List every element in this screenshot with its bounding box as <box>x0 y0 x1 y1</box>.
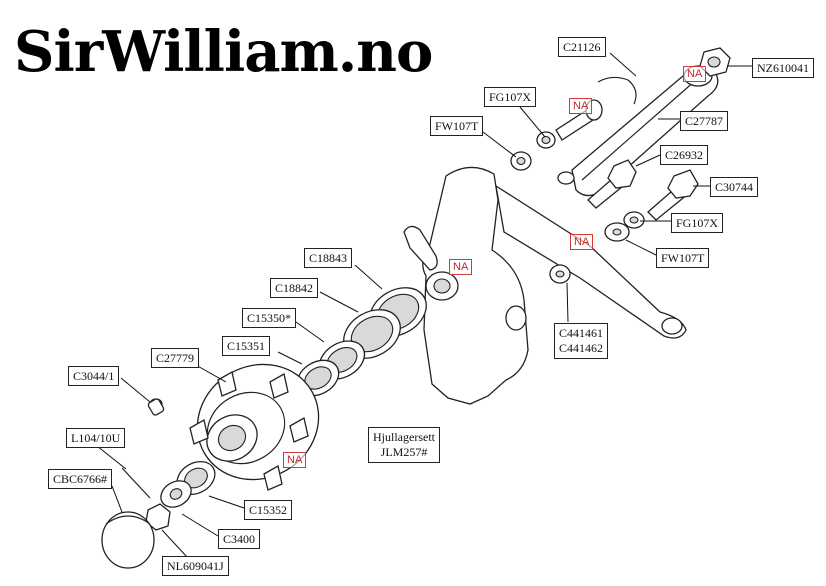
part-label-c15350: C15350* <box>242 308 297 328</box>
hub-cap-drawing <box>101 511 155 569</box>
na-marker: NA <box>569 98 593 114</box>
part-label-c3400: C3400 <box>218 529 261 549</box>
part-label-fg107x-upper: FG107X <box>484 87 537 107</box>
grease-nipple-drawing <box>147 398 165 416</box>
bolt-drawing-mid <box>587 159 699 242</box>
part-label-nz610041: NZ610041 <box>752 58 814 78</box>
part-label-c441462: C441462 <box>559 341 604 355</box>
part-label-c26932: C26932 <box>660 145 709 165</box>
part-label-c18843: C18843 <box>304 248 353 268</box>
bearing-drawing-set <box>296 287 427 397</box>
part-label-l104-10u: L104/10U <box>66 428 126 448</box>
part-label-c30744: C30744 <box>710 177 759 197</box>
part-label-fw107t-upper: FW107T <box>430 116 484 136</box>
part-label-c3044-1: C3044/1 <box>68 366 120 386</box>
hub-drawing <box>189 363 320 491</box>
part-label-c18842: C18842 <box>270 278 319 298</box>
part-label-c441461-c441462: C441461 C441462 <box>554 323 609 359</box>
part-label-c15351: C15351 <box>222 336 271 356</box>
na-marker: NA <box>449 259 473 275</box>
split-pin-drawing <box>121 467 151 499</box>
na-marker: NA <box>283 452 307 468</box>
outer-bearing-drawing <box>145 460 216 531</box>
leader-lines <box>96 52 752 558</box>
kit-label-code: JLM257# <box>380 445 428 459</box>
stub-axle-drawing <box>403 166 687 405</box>
part-label-fg107x-lower: FG107X <box>671 213 724 233</box>
circlip-drawing <box>597 76 637 105</box>
part-label-c15352: C15352 <box>244 500 293 520</box>
kit-label-wheel-bearing-set: Hjullagersett JLM257# <box>368 427 440 463</box>
na-marker: NA <box>683 66 707 82</box>
part-label-fw107t-lower: FW107T <box>656 248 710 268</box>
part-label-c441461: C441461 <box>559 326 604 340</box>
part-label-c21126: C21126 <box>558 37 606 57</box>
part-label-c27779: C27779 <box>151 348 200 368</box>
site-logo: SirWilliam.no <box>14 19 433 85</box>
part-label-c27787: C27787 <box>680 111 729 131</box>
part-label-nl609041j: NL609041J <box>162 556 229 576</box>
na-marker: NA <box>570 234 594 250</box>
nut-drawing <box>699 47 731 77</box>
part-label-cbc6766: CBC6766# <box>48 469 113 489</box>
kit-label-name: Hjullagersett <box>373 430 435 444</box>
